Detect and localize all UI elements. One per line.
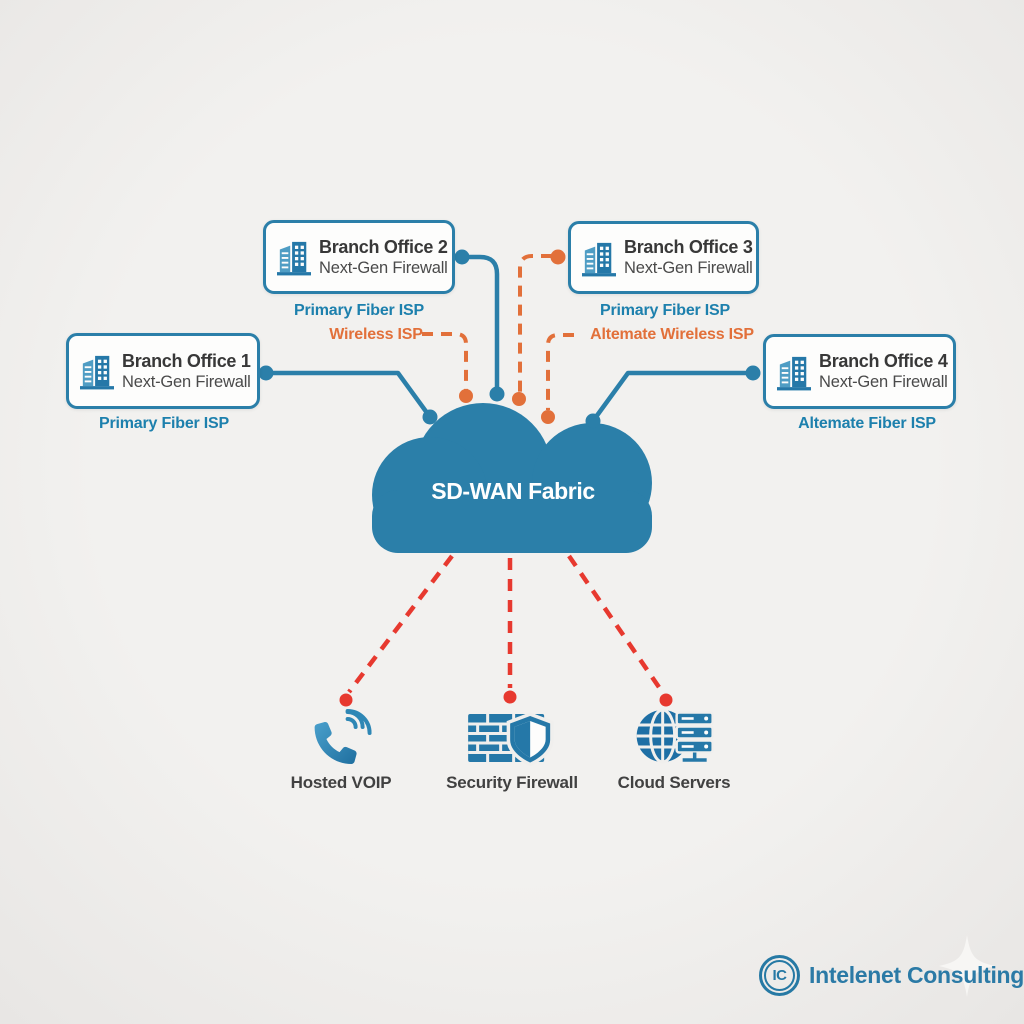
branch2-isp-label-primary: Primary Fiber ISP: [294, 302, 424, 319]
brand-name: Intelenet Consulting: [809, 962, 1024, 988]
branch-office-2-box: Branch Office 2 Next-Gen Firewall: [263, 220, 455, 294]
dot: [745, 365, 761, 381]
service-security-firewall: Security Firewall: [446, 708, 578, 793]
sdwan-cloud: [372, 403, 652, 553]
branch1-isp-label: Primary Fiber ISP: [99, 415, 229, 432]
dot: [339, 693, 353, 707]
branch-title: Branch Office 2: [319, 236, 448, 257]
branch3-isp-label-alt-wireless: Altemate Wireless ISP: [590, 326, 754, 343]
office-building-icon: [582, 242, 616, 276]
branch-subtitle: Next-Gen Firewall: [122, 372, 251, 391]
sparkle-watermark: [939, 935, 995, 997]
logo-ring-icon: IC: [759, 955, 800, 996]
cloud-to-servers-line: [567, 554, 665, 695]
firewall-shield-icon: [468, 712, 554, 766]
dot: [422, 409, 438, 425]
service-hosted-voip: Hosted VOIP: [291, 708, 392, 793]
branch-office-3-box: Branch Office 3 Next-Gen Firewall: [568, 221, 759, 294]
service-label: Security Firewall: [446, 773, 578, 792]
cloud-servers-icon: [636, 708, 715, 764]
branch3-alt-wireless-line: [546, 333, 574, 410]
dot: [454, 249, 470, 265]
branch-subtitle: Next-Gen Firewall: [624, 259, 753, 277]
branch-title: Branch Office 3: [624, 237, 753, 257]
brand-logo: IC Intelenet Consulting: [759, 955, 1024, 996]
branch4-fiber-line: [590, 370, 756, 424]
branch2-isp-label-wireless: Wireless ISP: [329, 326, 423, 343]
cloud-title: SD-WAN Fabric: [431, 478, 595, 504]
branch-title: Branch Office 4: [819, 351, 948, 371]
dot: [585, 413, 601, 429]
branch3-isp-label-primary: Primary Fiber ISP: [600, 302, 730, 319]
branch-subtitle: Next-Gen Firewall: [819, 373, 948, 391]
dot: [503, 690, 517, 704]
dot: [459, 389, 473, 403]
branch-title: Branch Office 1: [122, 350, 251, 371]
branch-subtitle: Next-Gen Firewall: [319, 258, 448, 277]
dot: [489, 386, 505, 402]
branch4-isp-label: Altemate Fiber ISP: [798, 415, 936, 432]
branch-office-1-box: Branch Office 1 Next-Gen Firewall: [66, 333, 260, 409]
logo-monogram: IC: [772, 967, 788, 984]
cloud-to-voip-line: [347, 554, 454, 694]
office-building-icon: [277, 241, 311, 276]
service-label: Hosted VOIP: [290, 773, 392, 792]
service-label: Cloud Servers: [617, 773, 731, 792]
voip-phone-icon: [314, 709, 372, 764]
branch2-wireless-line: [422, 332, 468, 390]
dot: [659, 693, 673, 707]
branch3-wireless-line: [518, 254, 552, 392]
service-cloud-servers: Cloud Servers: [618, 708, 731, 793]
office-building-icon: [777, 356, 811, 390]
dot: [541, 410, 555, 424]
office-building-icon: [80, 355, 114, 390]
branch-office-4-box: Branch Office 4 Next-Gen Firewall: [763, 334, 956, 409]
branch1-fiber-line: [263, 370, 433, 420]
branch2-fiber-line: [459, 254, 500, 395]
dot: [258, 365, 274, 381]
dot: [550, 249, 566, 265]
dot: [512, 392, 526, 406]
